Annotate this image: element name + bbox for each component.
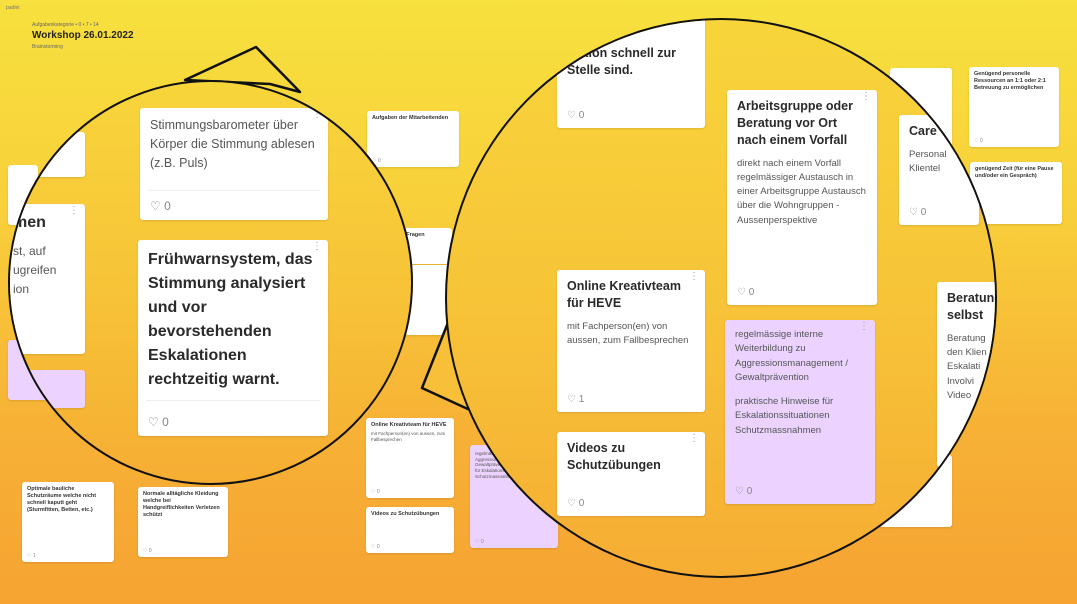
post-title: Care T xyxy=(909,124,948,138)
post-card[interactable]: Videos zu Schutzübungen ♡ 0 xyxy=(366,507,454,553)
more-options-icon[interactable]: ⋮ xyxy=(312,109,322,120)
heart-icon[interactable]: ♡ xyxy=(150,199,161,213)
heart-icon[interactable]: ♡ xyxy=(567,498,576,509)
post-title: men xyxy=(13,214,46,231)
heart-icon[interactable]: ♡ xyxy=(735,486,744,497)
more-options-icon[interactable]: ⋮ xyxy=(859,321,869,332)
more-options-icon[interactable]: ⋮ xyxy=(312,241,322,252)
like-count: 0 xyxy=(920,207,927,218)
like-count: 0 xyxy=(746,486,753,497)
post-card[interactable]: Online Kreativteam für HEVE mit Fachpers… xyxy=(366,418,454,498)
post-body: regelmässige interne Weiterbildung zu Ag… xyxy=(735,329,849,383)
like-count: 0 xyxy=(162,415,169,429)
post-card[interactable]: Arbeitsgruppe oder Beratung vor Ort nach… xyxy=(727,90,877,305)
more-options-icon[interactable]: ⋮ xyxy=(689,271,699,282)
more-options-icon[interactable]: ⋮ xyxy=(861,91,871,102)
magnifier-lens-left: men st, auf ugreifen ion ⋮ Stimmungsbaro… xyxy=(8,80,413,485)
post-title: Genügend personelle Ressourcen an 1:1 od… xyxy=(974,71,1046,91)
post-body: direkt nach einem Vorfall regelmässiger … xyxy=(737,157,866,226)
page-subtitle: Brainstorming xyxy=(32,44,63,50)
post-card[interactable]: Frühwarnsystem, das Stimmung analysiert … xyxy=(138,240,328,436)
post-title: genügend Zeit (für eine Pause und/oder e… xyxy=(975,166,1054,179)
padlet-logo[interactable]: padlet xyxy=(6,5,20,11)
post-card[interactable]: Optimale bauliche Schutzräume welche nic… xyxy=(22,482,114,562)
heart-icon[interactable]: ♡ xyxy=(737,287,746,298)
heart-icon[interactable]: ♡ xyxy=(148,415,159,429)
post-title: Videos zu Schutzübungen xyxy=(567,441,661,472)
like-count: 0 xyxy=(748,287,755,298)
post-title: ...end zur xyxy=(567,29,622,43)
post-card[interactable]: ...end zur ...ation schnell zur Stelle s… xyxy=(557,20,705,128)
post-body: Stimmungsbarometer über Körper die Stimm… xyxy=(150,118,315,170)
heart-icon[interactable]: ♡ xyxy=(909,207,918,218)
post-title: Beratung selbst xyxy=(947,291,997,322)
post-body: ion xyxy=(13,282,30,297)
post-card[interactable]: Genügend personelle Ressourcen an 1:1 od… xyxy=(969,67,1059,147)
post-body: Beratung den Klien Eskalati Involvi Vide… xyxy=(947,332,987,401)
post-body: mit Fachperson(en) von aussen, zum Fallb… xyxy=(567,320,689,346)
post-card[interactable]: genügend Zeit (für eine Pause und/oder e… xyxy=(970,162,1062,224)
page-title: Workshop 26.01.2022 xyxy=(32,30,134,41)
post-body: ugreifen xyxy=(13,263,57,278)
more-options-icon[interactable]: ⋮ xyxy=(69,205,79,216)
like-count[interactable]: ♡ 0 xyxy=(372,158,381,164)
post-title: Arbeitsgruppe oder Beratung vor Ort nach… xyxy=(737,99,853,147)
like-count[interactable]: ♡ 0 xyxy=(371,489,380,495)
breadcrumb: Aufgabenkategorie • 0 • 7 • 14 xyxy=(32,22,99,28)
like-count[interactable]: ♡ 0 xyxy=(143,548,152,554)
post-title: Normale alltägliche Kleidung welche bei … xyxy=(143,491,220,518)
post-title: Stelle sind. xyxy=(567,62,633,77)
post-card[interactable]: men st, auf ugreifen ion ⋮ xyxy=(10,204,85,354)
heart-icon[interactable]: ♡ xyxy=(567,110,576,121)
heart-icon[interactable]: ♡ xyxy=(567,394,576,405)
like-count[interactable]: ♡ 1 xyxy=(27,553,36,559)
post-title: ...ation schnell zur xyxy=(567,45,677,60)
post-card[interactable]: Care T Personal Klientel ♡ 0 xyxy=(899,115,979,225)
post-card[interactable]: Beratung selbst Beratung den Klien Eskal… xyxy=(937,282,997,467)
more-options-icon[interactable]: ⋮ xyxy=(689,433,699,444)
post-card[interactable]: Stimmungsbarometer über Körper die Stimm… xyxy=(140,108,328,220)
post-card[interactable] xyxy=(10,370,85,408)
post-body: Personal Klientel xyxy=(909,148,947,175)
like-count: 0 xyxy=(164,199,171,213)
post-title: Online Kreativteam für HEVE xyxy=(567,279,681,310)
post-title: Frühwarnsystem, das Stimmung analysiert … xyxy=(148,251,313,388)
like-count: 0 xyxy=(578,110,585,121)
post-title: Aufgaben der Mitarbeitenden xyxy=(372,115,449,121)
magnifier-lens-right: ...end zur ...ation schnell zur Stelle s… xyxy=(445,18,997,578)
like-count[interactable]: ♡ 0 xyxy=(371,544,380,550)
post-body: st, auf xyxy=(13,244,46,258)
like-count[interactable]: ♡ 0 xyxy=(475,539,484,545)
post-card[interactable]: Normale alltägliche Kleidung welche bei … xyxy=(138,487,228,557)
post-card[interactable]: Aufgaben der Mitarbeitenden ♡ 0 xyxy=(367,111,459,167)
post-body: mit Fachperson(en) von aussen, zum Fallb… xyxy=(371,430,446,442)
post-card[interactable]: regelmässige interne Weiterbildung zu Ag… xyxy=(725,320,875,504)
like-count: 1 xyxy=(578,394,585,405)
post-card[interactable] xyxy=(10,132,85,177)
post-title: Videos zu Schutzübungen xyxy=(371,511,440,517)
post-body: praktische Hinweise für Eskalationssitua… xyxy=(735,396,834,436)
post-card[interactable]: Videos zu Schutzübungen ♡ 0 ⋮ xyxy=(557,432,705,516)
post-title: Optimale bauliche Schutzräume welche nic… xyxy=(27,486,97,513)
post-card[interactable]: Online Kreativteam für HEVE mit Fachpers… xyxy=(557,270,705,412)
like-count: 0 xyxy=(578,498,585,509)
post-title: Online Kreativteam für HEVE xyxy=(371,422,447,428)
